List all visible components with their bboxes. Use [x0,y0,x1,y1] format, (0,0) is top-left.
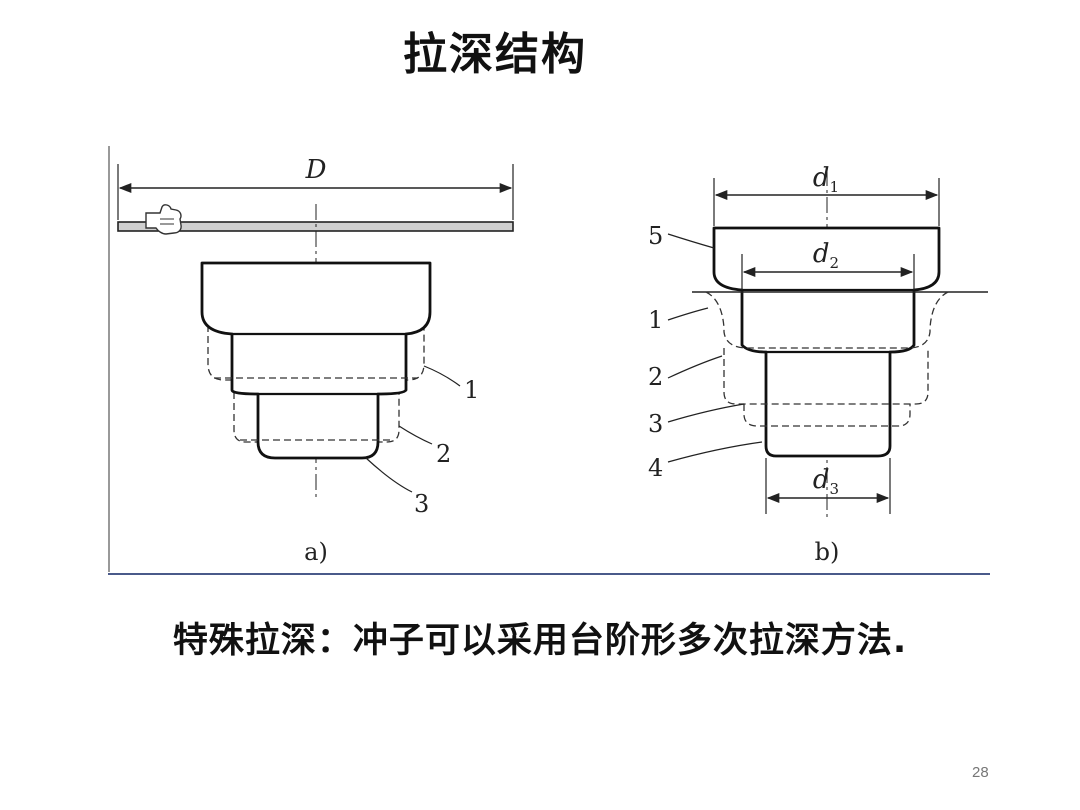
hand-pointer-icon [145,204,182,235]
callout-a-1: 1 [464,376,479,404]
panel-label-b: b) [815,538,840,566]
stage-3-outline-b [743,404,911,427]
callout-b-4: 4 [648,454,663,482]
deep-drawing-diagram: D 1 2 3 a) [108,142,990,578]
callout-b-1: 1 [648,306,663,334]
callout-a-3: 3 [414,490,429,518]
slide-caption: 特殊拉深：冲子可以采用台阶形多次拉深方法. [172,621,908,661]
stage-1-outline-b [705,291,949,349]
dimension-label-d2: d2 [813,239,839,272]
dimension-label-d1: d1 [813,163,839,196]
callout-b-5: 5 [648,222,663,250]
dimension-label-d3: d3 [813,465,839,498]
panel-label-a: a) [304,538,328,566]
stepped-punch-a [200,261,432,460]
callout-b-3: 3 [648,410,663,438]
panel-b: d1 d2 d3 5 1 2 [648,163,988,566]
page-number: 28 [972,764,989,781]
callout-a-2: 2 [436,440,451,468]
stage-2-outline-b [723,348,929,405]
slide-title: 拉深结构 [403,29,587,80]
panel-a: D 1 2 3 a) [117,155,514,566]
dimension-label-D: D [305,155,327,185]
callout-b-2: 2 [648,363,663,391]
